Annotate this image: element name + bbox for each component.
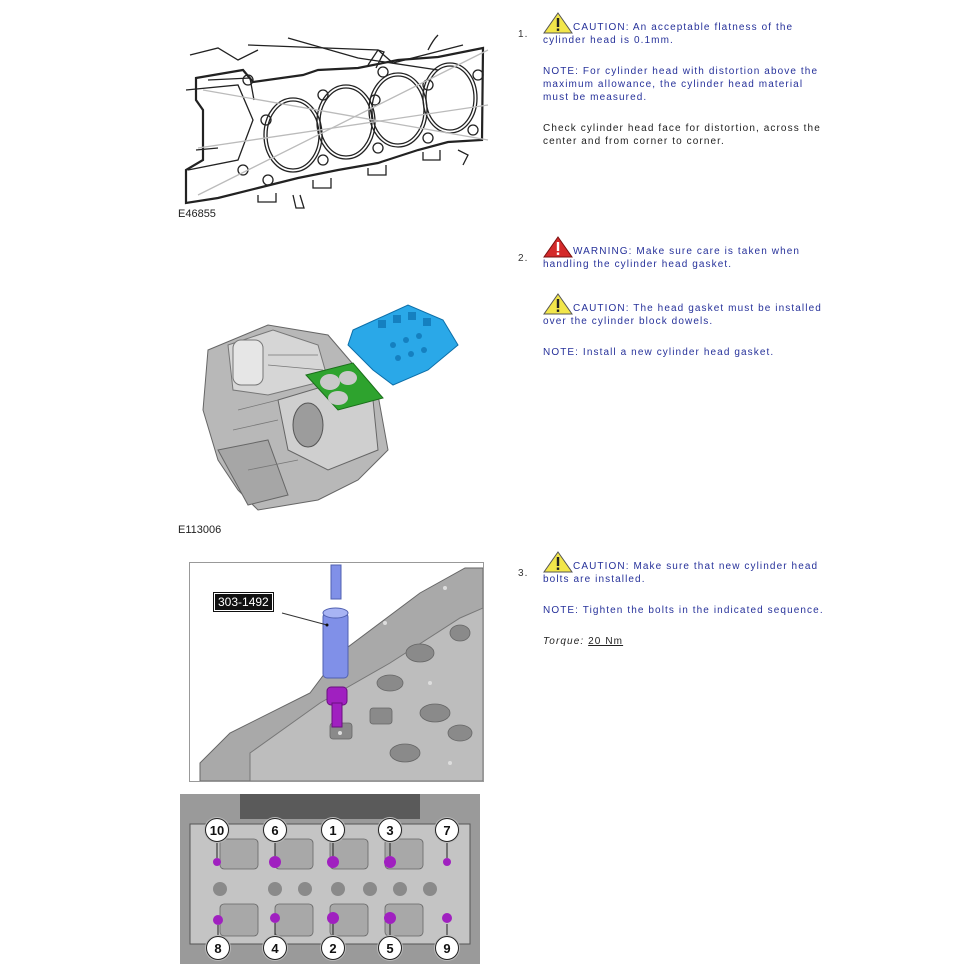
sequence-badge: 6 — [263, 818, 287, 842]
head-bolt-socket-view — [199, 564, 484, 782]
figure-gasket-flatness: E46855 — [178, 30, 493, 220]
torque-spec: Torque: 20 Nm — [543, 635, 828, 648]
cylinder-head-top-view — [180, 794, 480, 964]
tool-number-tag: 303-1492 — [213, 592, 274, 612]
caution-triangle-icon — [543, 12, 573, 34]
figure-bolt-sequence: 10 6 1 3 7 8 4 2 5 9 — [180, 794, 480, 964]
instruction-paragraph: Check cylinder head face for distortion,… — [543, 123, 821, 147]
sequence-badge: 7 — [435, 818, 459, 842]
figure-label: E46855 — [178, 208, 216, 220]
caution-paragraph: CAUTION: The head gasket must be install… — [543, 293, 828, 328]
note-paragraph: NOTE: Install a new cylinder head gasket… — [543, 347, 775, 358]
torque-label: Torque: — [543, 636, 585, 647]
caution-paragraph: CAUTION: Make sure that new cylinder hea… — [543, 551, 828, 586]
step-number: 2. — [518, 253, 529, 264]
sequence-badge: 8 — [206, 936, 230, 960]
engine-exploded-view — [202, 304, 459, 511]
sequence-badge: 10 — [205, 818, 229, 842]
caution-paragraph: CAUTION: An acceptable flatness of the c… — [543, 12, 828, 47]
figure-bolt-tool: 303-1492 — [189, 562, 484, 782]
caution-triangle-icon — [543, 293, 573, 315]
note-paragraph: NOTE: For cylinder head with distortion … — [543, 66, 819, 103]
torque-value-link[interactable]: 20 Nm — [588, 636, 624, 647]
sequence-badge: 2 — [321, 936, 345, 960]
caution-triangle-icon — [543, 551, 573, 573]
warning-paragraph: WARNING: Make sure care is taken when ha… — [543, 236, 828, 271]
figure-label: E113006 — [178, 524, 222, 536]
figure-gasket-install: E113006 — [178, 300, 498, 545]
step-3: 3. CAUTION: Make sure that new cylinder … — [518, 551, 828, 648]
step-2: 2. WARNING: Make sure care is taken when… — [518, 236, 828, 359]
step-number: 3. — [518, 568, 529, 579]
cylinder-head-line-drawing — [184, 34, 489, 209]
step-number: 1. — [518, 29, 529, 40]
sequence-badge: 5 — [378, 936, 402, 960]
sequence-badge: 3 — [378, 818, 402, 842]
sequence-badge: 4 — [263, 936, 287, 960]
step-1: 1. CAUTION: An acceptable flatness of th… — [518, 12, 828, 148]
sequence-badge: 9 — [435, 936, 459, 960]
note-paragraph: NOTE: Tighten the bolts in the indicated… — [543, 605, 824, 616]
warning-triangle-icon — [543, 236, 573, 258]
sequence-badge: 1 — [321, 818, 345, 842]
